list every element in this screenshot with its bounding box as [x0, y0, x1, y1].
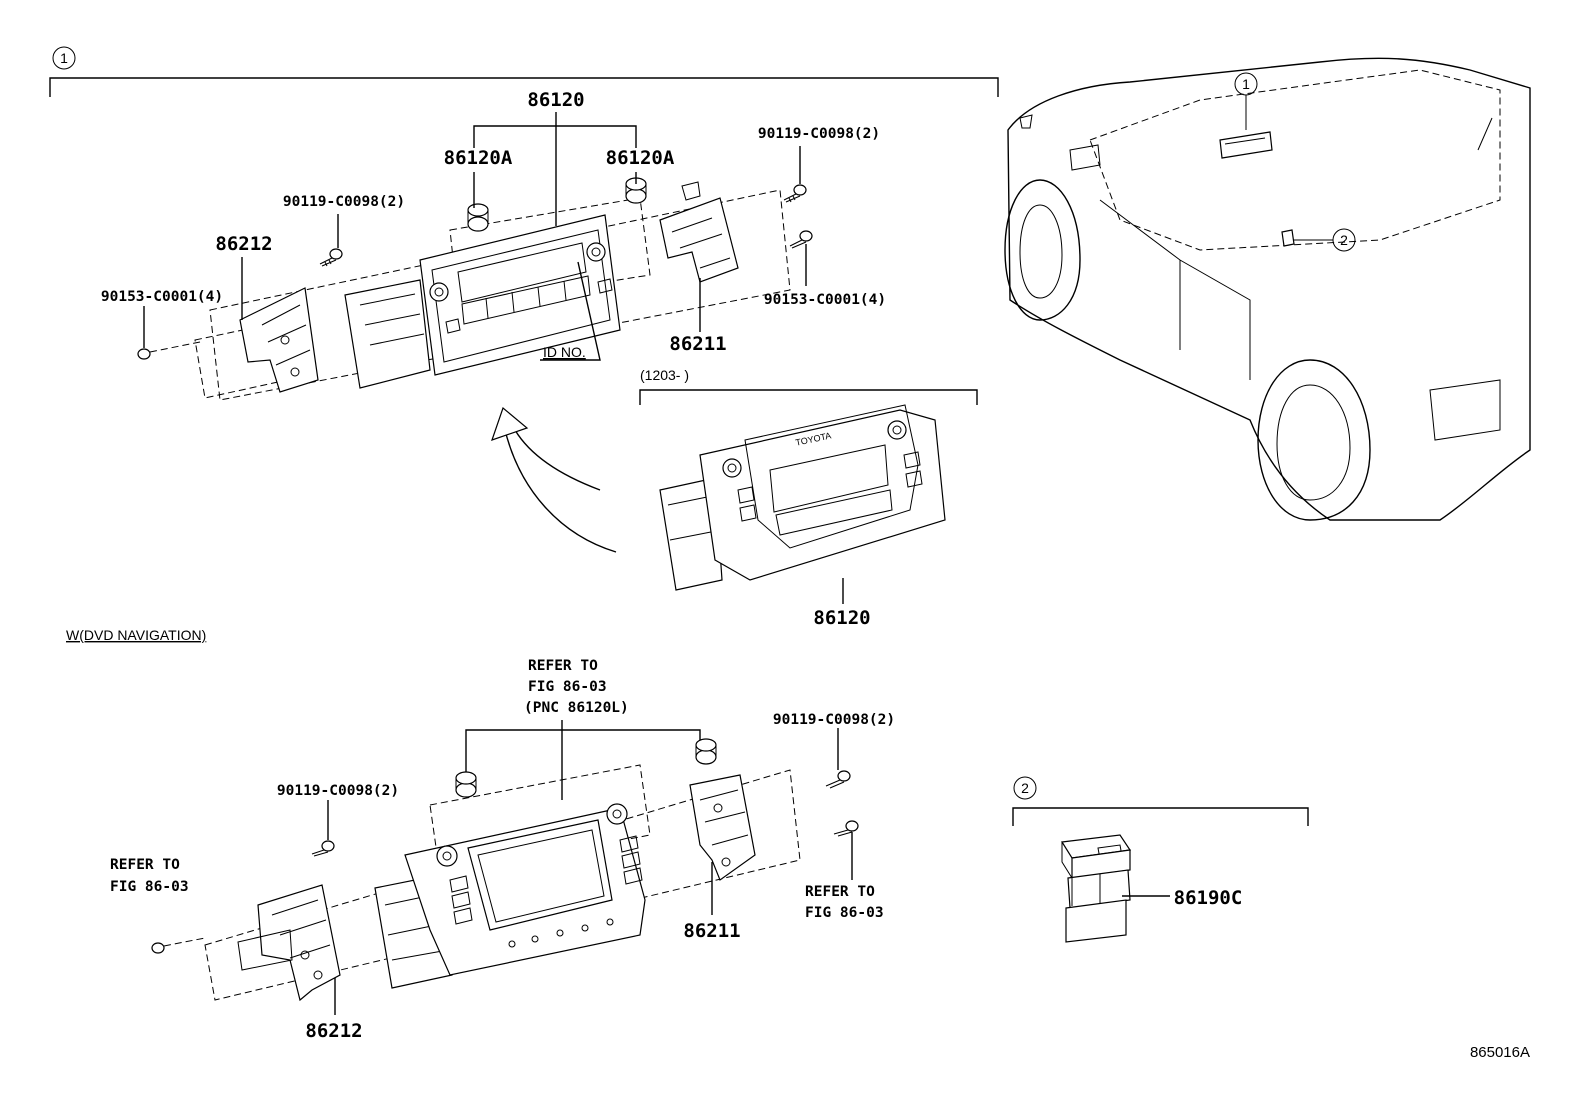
- top-bolt-left-icon: [137, 341, 201, 360]
- variant-chassis: [659, 477, 723, 591]
- nav-screw-left-icon: [311, 840, 335, 857]
- nav-refer-center-line3: (PNC 86120L): [524, 700, 629, 716]
- top-bolt-right-icon: [789, 230, 813, 249]
- vehicle-rear-wheel: [1257, 359, 1371, 521]
- label-86211-top: 86211: [669, 333, 726, 355]
- nav-screw-right-icon: [825, 770, 851, 789]
- switch-86190c-drawing: [1060, 834, 1132, 943]
- figure-id: 865016A: [1470, 1044, 1530, 1061]
- label-id-no: ID NO.: [543, 344, 586, 360]
- vehicle-view: 1 2: [1004, 57, 1531, 521]
- vehicle-switch-location: [1281, 229, 1295, 247]
- variant-front-panel: [699, 409, 946, 581]
- label-86190c: 86190C: [1174, 887, 1243, 909]
- variant-bracket: [639, 389, 978, 405]
- top-front-panel: [419, 214, 621, 376]
- section-2-bracket: [1012, 807, 1309, 826]
- nav-label-86211: 86211: [683, 920, 740, 942]
- label-bolt-left: 90153-C0001(4): [101, 289, 223, 305]
- top-screw-right-icon: [783, 184, 807, 203]
- vehicle-rear-light: [1429, 379, 1501, 441]
- label-86120-top: 86120: [527, 89, 584, 111]
- label-86212-top: 86212: [215, 233, 272, 255]
- nav-refer-center-line2: FIG 86-03: [528, 679, 607, 695]
- nav-refer-right-line2: FIG 86-03: [805, 905, 884, 921]
- variant-block: (1203- ) TOYOTA 86120: [491, 367, 978, 629]
- nav-label-screw-right: 90119-C0098(2): [773, 712, 895, 728]
- nav-bracket-right: [689, 774, 756, 881]
- top-bracket-right: [659, 197, 739, 283]
- section-1-header: 1: [49, 46, 999, 97]
- top-display: [457, 242, 587, 303]
- nav-label-screw-left: 90119-C0098(2): [277, 783, 399, 799]
- nav-knob-right: [695, 738, 717, 765]
- label-86120a-right: 86120A: [606, 147, 675, 169]
- nav-assembly-drawing: [151, 738, 859, 1002]
- nav-bolt-right-icon: [833, 820, 859, 837]
- nav-refer-right-line1: REFER TO: [805, 884, 875, 900]
- section-1-callout: 1: [60, 50, 68, 66]
- vehicle-radio-location: [1219, 131, 1273, 159]
- top-knob-left: [467, 203, 489, 232]
- nav-bracket-left: [257, 884, 341, 1002]
- section-1-bracket: [49, 77, 999, 97]
- top-bracket-left: [239, 287, 319, 393]
- label-screw-right: 90119-C0098(2): [758, 126, 880, 142]
- nav-refer-left-line2: FIG 86-03: [110, 879, 189, 895]
- vehicle-front-wheel: [1004, 179, 1081, 321]
- top-chassis-rear: [344, 279, 431, 389]
- section-2: 2 86190C: [1012, 776, 1309, 943]
- section-2-callout: 2: [1021, 780, 1029, 796]
- variant-arrow-curve: [504, 429, 617, 553]
- variant-display: [769, 444, 889, 513]
- nav-refer-center-line1: REFER TO: [528, 658, 598, 674]
- variant-arrow-head: [491, 406, 529, 441]
- vehicle-interior: [1089, 69, 1501, 251]
- label-86120-variant: 86120: [813, 607, 870, 629]
- vehicle-body: [1007, 57, 1531, 521]
- vehicle-callout-2: 2: [1340, 232, 1348, 248]
- top-assembly-drawing: [137, 177, 813, 401]
- label-date-range: (1203- ): [640, 367, 689, 383]
- nav-label-86212: 86212: [305, 1020, 362, 1042]
- label-86120a-left: 86120A: [444, 147, 513, 169]
- top-screw-left-icon: [319, 248, 343, 267]
- top-leaders: [143, 112, 807, 361]
- nav-refer-left-line1: REFER TO: [110, 857, 180, 873]
- nav-bolt-left-icon: [151, 937, 206, 954]
- vehicle-callout-1: 1: [1242, 76, 1250, 92]
- nav-heading: W(DVD NAVIGATION): [66, 627, 206, 643]
- nav-leaders: [327, 720, 853, 1015]
- label-screw-left: 90119-C0098(2): [283, 194, 405, 210]
- label-bolt-right: 90153-C0001(4): [764, 292, 886, 308]
- top-knob-right: [625, 177, 647, 204]
- nav-knob-left: [455, 771, 477, 798]
